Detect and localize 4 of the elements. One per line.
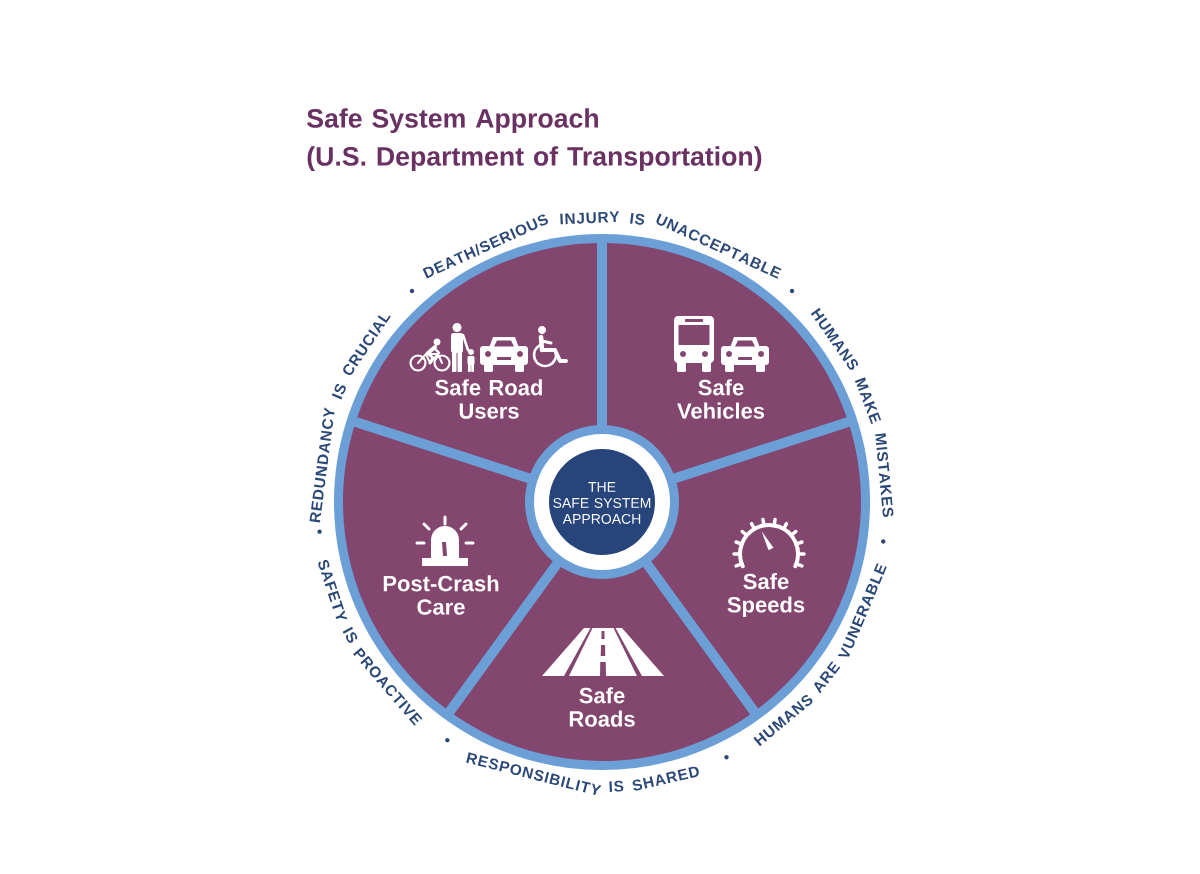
node-label: Safe Road Users: [435, 379, 542, 419]
node-label: Safe Roads: [569, 687, 635, 727]
title: Safe System Approach (U.S. Department of Transportation): [307, 108, 762, 172]
node-label: Safe Vehicles: [677, 379, 765, 419]
